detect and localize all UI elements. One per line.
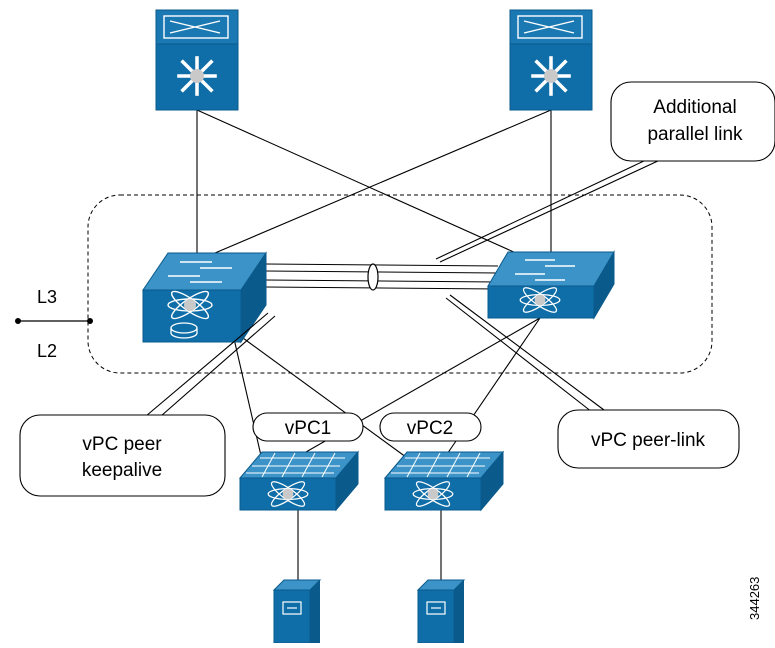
vpc2-pill: vPC2 — [379, 412, 482, 442]
connection-lines — [196, 109, 552, 585]
peer-link — [265, 263, 499, 291]
callout-vpc-peer-keepalive: vPC peer keepalive — [19, 312, 276, 497]
vpc2-label: vPC2 — [407, 418, 453, 439]
vpc1-label: vPC1 — [285, 418, 331, 439]
server-left — [272, 579, 322, 644]
l3-label: L3 — [37, 287, 57, 307]
vpc-peer-switch-left — [142, 251, 267, 344]
l2-label: L2 — [37, 341, 57, 361]
vpc-peer-switch-right — [487, 250, 615, 320]
access-switch-vpc1 — [238, 450, 360, 512]
callout-peer-link-text: vPC peer-link — [591, 430, 706, 451]
callout-additional-parallel-link: Additional parallel link — [435, 81, 775, 263]
core-switch-right — [509, 9, 593, 111]
callout-keepalive-line2: keepalive — [82, 460, 162, 481]
figure-id: 344263 — [747, 577, 762, 620]
vpc1-pill: vPC1 — [252, 412, 364, 442]
callout-keepalive-line1: vPC peer — [82, 434, 162, 455]
core-switch-left — [155, 9, 239, 111]
access-switch-vpc2 — [383, 450, 505, 512]
callout-vpc-peer-link: vPC peer-link — [445, 294, 740, 469]
l3-l2-boundary — [87, 194, 713, 374]
server-right — [416, 579, 466, 644]
callout-additional-line2: parallel link — [647, 124, 743, 145]
layer-marker: L3 L2 — [15, 287, 93, 361]
callout-additional-line1: Additional — [653, 97, 736, 118]
